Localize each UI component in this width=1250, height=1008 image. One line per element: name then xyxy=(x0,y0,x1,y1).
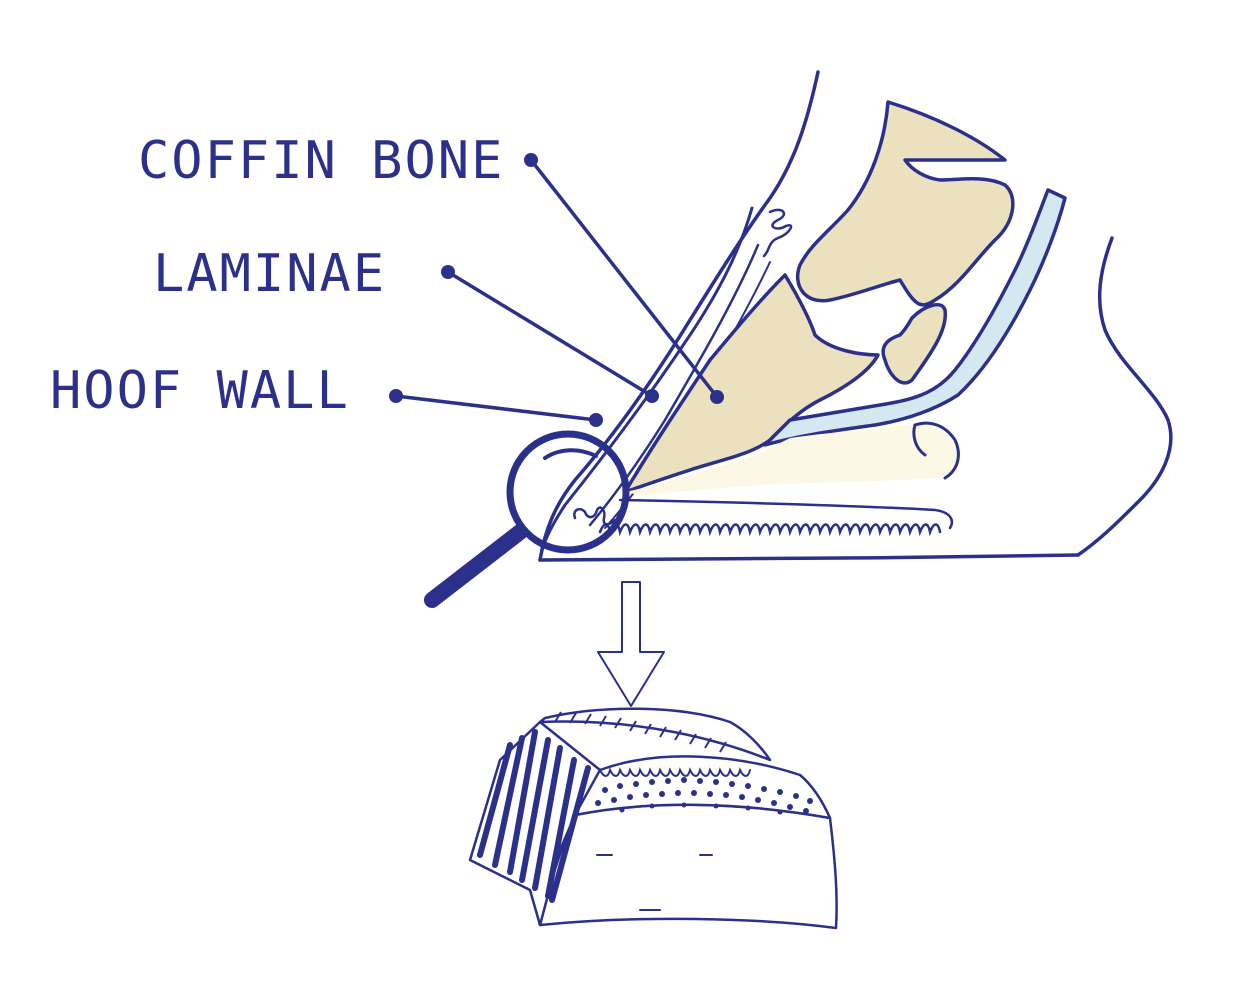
label-hoof-wall: HOOF WALL xyxy=(50,361,350,421)
sole-papillae xyxy=(598,523,942,537)
pastern-front-outline xyxy=(538,70,820,562)
hoof-wall-outer xyxy=(538,206,754,562)
heel-back-outline xyxy=(1076,236,1173,557)
label-coffin-bone: COFFIN BONE xyxy=(138,131,504,191)
closeup-laminae-wave xyxy=(599,767,751,777)
closeup-wall-band xyxy=(538,707,772,762)
magnifier-handle xyxy=(424,524,528,608)
leader-hoof-wall xyxy=(395,394,597,422)
heel-bulb xyxy=(912,421,960,480)
magnifying-glass-icon xyxy=(424,430,630,608)
sole-line xyxy=(538,553,1080,562)
leader-laminae-dot-start xyxy=(441,265,455,279)
leader-hoof-wall-dot-start xyxy=(389,389,403,403)
leader-coffin-bone xyxy=(529,158,719,399)
leader-laminae xyxy=(447,270,653,398)
label-laminae: LAMINAE xyxy=(153,244,386,304)
digital-cushion xyxy=(625,424,959,495)
down-arrow-icon xyxy=(597,581,665,707)
labels: COFFIN BONE LAMINAE HOOF WALL xyxy=(50,131,504,421)
magnifier-glare xyxy=(543,448,598,460)
long-pastern-bone xyxy=(795,100,1015,307)
leader-coffin-bone-dot-end xyxy=(710,390,724,404)
flexor-tendon xyxy=(763,188,1067,447)
leader-laminae-dot-end xyxy=(645,389,659,403)
magnifier-lens xyxy=(506,430,630,554)
closeup-front-face xyxy=(538,803,838,930)
hoof-section xyxy=(538,70,1173,562)
toe-squiggle xyxy=(573,506,616,526)
closeup-front-marks xyxy=(596,854,713,911)
closeup-wall-ridges xyxy=(554,711,727,753)
leader-lines xyxy=(389,153,724,427)
leader-hoof-wall-dot-end xyxy=(589,413,603,427)
closeup-leaf-stripes xyxy=(477,729,591,903)
laminae-line-outer xyxy=(588,243,760,527)
laminae-closeup xyxy=(468,707,838,930)
coronary-squiggle xyxy=(762,208,793,258)
sole-inner-line xyxy=(618,498,954,530)
leader-coffin-bone-dot-start xyxy=(524,153,538,167)
coffin-bone-shape xyxy=(623,273,880,494)
navicular-bone xyxy=(881,302,948,385)
closeup-dots xyxy=(595,777,813,815)
